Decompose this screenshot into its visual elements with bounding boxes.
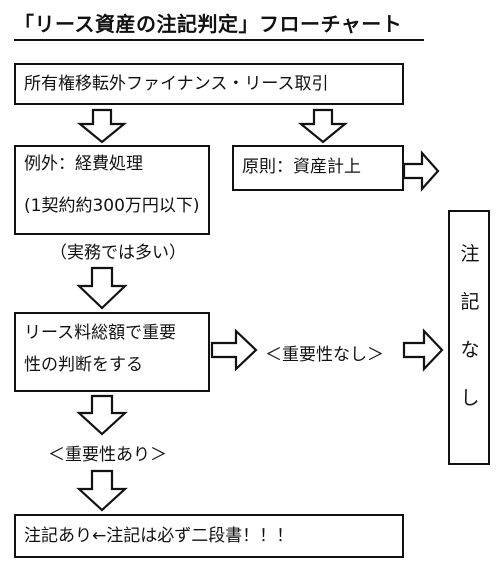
top-transaction-label: 所有権移転外ファイナンス・リース取引 xyxy=(24,74,329,94)
no-importance-label: ＜重要性なし＞ xyxy=(265,345,384,365)
exception-box: 例外：経費処理 (1契約約300万円以下) xyxy=(14,145,210,235)
importance-yes-label: ＜重要性あり＞ xyxy=(48,445,167,465)
importance-judgment-line-2: 性の判断をする xyxy=(24,355,143,375)
title-underline xyxy=(14,39,424,41)
no-note-label: 注記なし xyxy=(460,243,480,409)
top-transaction-box: 所有権移転外ファイナンス・リース取引 xyxy=(14,63,404,105)
arrow-down-to-importance-yes xyxy=(76,394,128,436)
page-title: 「リース資産の注記判定」フローチャート xyxy=(14,12,403,36)
arrow-right-to-no-note xyxy=(402,328,444,372)
exception-label: 例外：経費処理 xyxy=(24,154,143,174)
importance-judgment-line-1: リース料総額で重要 xyxy=(24,323,177,343)
importance-judgment-box: リース料総額で重要 性の判断をする xyxy=(14,312,210,392)
arrow-down-to-note-required xyxy=(76,469,128,512)
principle-box: 原則：資産計上 xyxy=(232,145,404,191)
note-required-label: 注記あり←注記は必ず二段書！！！ xyxy=(24,526,294,546)
note-required-box: 注記あり←注記は必ず二段書！！！ xyxy=(14,514,404,558)
principle-label: 原則：資産計上 xyxy=(242,157,361,177)
practice-note: （実務では多い） xyxy=(50,243,186,263)
arrow-down-to-exception xyxy=(76,108,128,144)
no-note-box: 注記なし xyxy=(448,210,490,465)
arrow-right-from-principle xyxy=(402,150,440,192)
arrow-down-to-principle xyxy=(297,108,349,144)
exception-condition-label: (1契約約300万円以下) xyxy=(24,196,200,216)
arrow-down-to-judgment xyxy=(76,266,128,310)
arrow-right-to-no-importance xyxy=(210,328,258,372)
